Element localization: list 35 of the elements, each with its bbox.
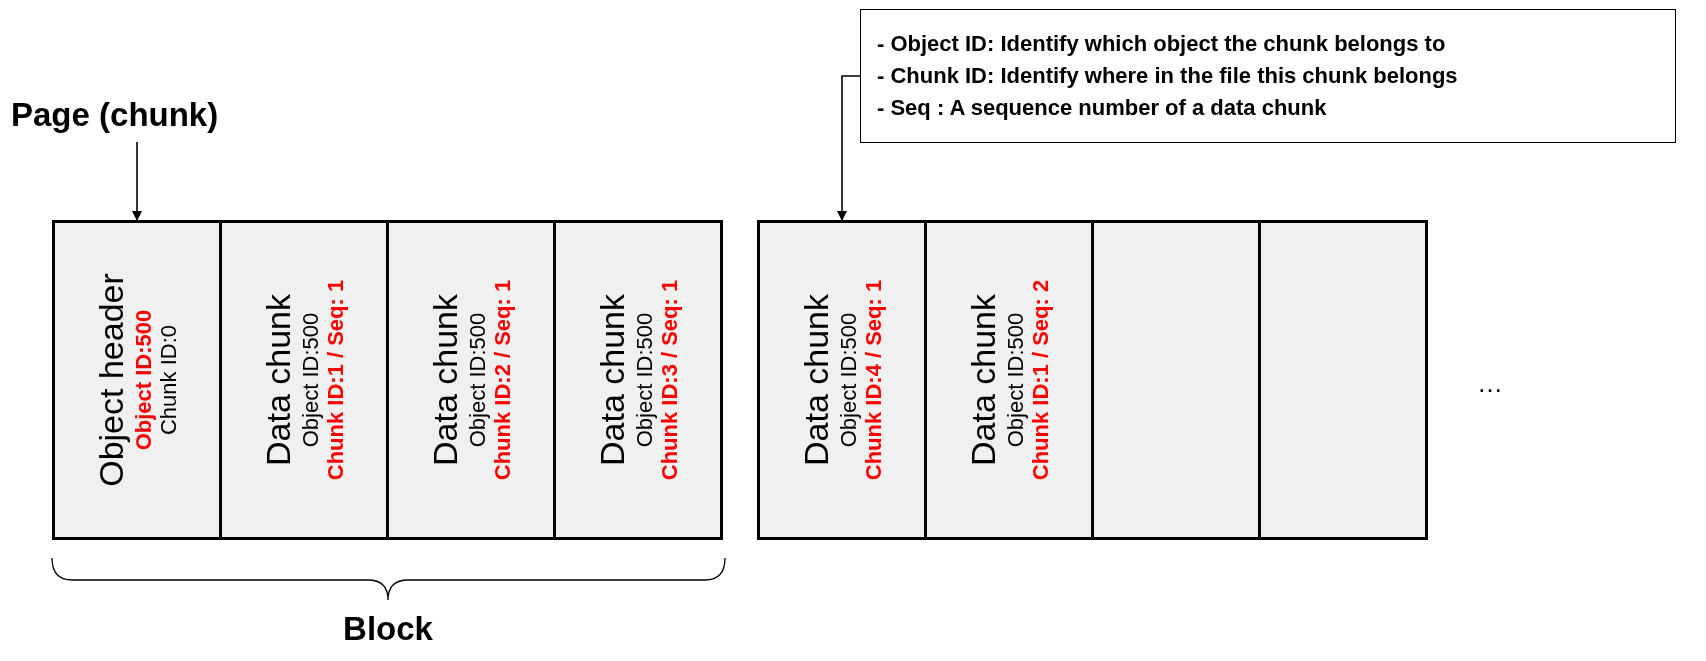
note-box bbox=[860, 9, 1676, 143]
note-text: - Object ID: Identify which object the chunk belongs to bbox=[877, 30, 1447, 59]
memory-cell bbox=[386, 220, 556, 540]
id-text: Chunk ID:1 / Seq: 2 bbox=[1028, 279, 1054, 481]
memory-cell bbox=[1091, 220, 1261, 540]
cell-title: Object header bbox=[92, 273, 132, 487]
id-text: Object ID:500 bbox=[298, 312, 324, 448]
memory-cell bbox=[219, 220, 389, 540]
memory-cell bbox=[757, 220, 927, 540]
id-text: Chunk ID:2 / Seq: 1 bbox=[490, 279, 516, 481]
id-text: Object ID:500 bbox=[632, 312, 658, 448]
memory-cell bbox=[52, 220, 222, 540]
note-text: - Chunk ID: Identify where in the file this chunk belongs bbox=[877, 62, 1459, 91]
arrow bbox=[837, 75, 861, 221]
cell-title: Data chunk bbox=[797, 294, 837, 466]
note-text: - Seq : A sequence number of a data chunk bbox=[877, 93, 1328, 122]
arrow bbox=[132, 141, 142, 221]
cell-title: Data chunk bbox=[426, 294, 466, 466]
id-text: Object ID:500 bbox=[465, 312, 491, 448]
id-text: Object ID:500 bbox=[131, 309, 157, 451]
id-text: Chunk ID:4 / Seq: 1 bbox=[861, 279, 887, 481]
memory-cell bbox=[1258, 220, 1428, 540]
id-text: Object ID:500 bbox=[836, 312, 862, 448]
cell-title: Data chunk bbox=[259, 294, 299, 466]
group-label: Block bbox=[343, 610, 433, 648]
cell-title: Data chunk bbox=[593, 294, 633, 466]
page-label: Page (chunk) bbox=[11, 96, 219, 135]
ellipsis: … bbox=[1477, 368, 1503, 399]
memory-cell bbox=[553, 220, 723, 540]
memory-cell bbox=[924, 220, 1094, 540]
id-text: Chunk ID:3 / Seq: 1 bbox=[657, 279, 683, 481]
id-text: Object ID:500 bbox=[1003, 312, 1029, 448]
id-text: Chunk ID:0 bbox=[156, 324, 182, 436]
id-text: Chunk ID:1 / Seq: 1 bbox=[323, 279, 349, 481]
cell-title: Data chunk bbox=[964, 294, 1004, 466]
